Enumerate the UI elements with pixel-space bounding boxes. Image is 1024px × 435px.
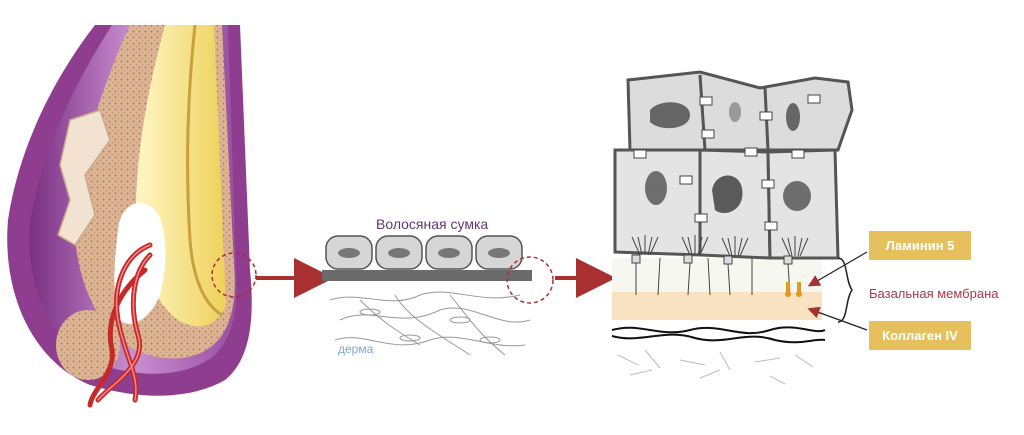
dermis-fibers — [329, 291, 531, 356]
cell-nucleus — [783, 181, 811, 211]
hair-sac-label: Волосяная сумка — [376, 216, 489, 232]
cell-nucleus — [729, 102, 741, 122]
hair-sac-schematic — [322, 235, 532, 356]
dermis-fibers-light — [617, 349, 814, 385]
cutaway-panel — [57, 109, 111, 247]
lamina-densa — [612, 292, 822, 320]
dashed-zoom-circle-icon — [211, 252, 257, 298]
hemidesmosome-icon — [631, 235, 809, 296]
laminin-5-tag: Ламинин 5 — [869, 231, 971, 260]
cell-nucleus — [712, 175, 743, 214]
follicle-bulb — [56, 310, 120, 380]
epithelial-cell-row — [325, 235, 523, 270]
collagen-fibers — [611, 326, 826, 344]
laminin-pointer — [807, 251, 868, 287]
basement-membrane-bar — [322, 270, 532, 281]
cell-nucleus — [786, 103, 800, 131]
cell-nucleus — [645, 171, 667, 205]
derma-label: дерма — [338, 342, 374, 356]
basement-membrane-label: Базальная мембрана — [869, 286, 999, 301]
membrane-brace-icon — [837, 257, 853, 323]
dashed-zoom-circle-icon — [506, 256, 554, 304]
laminin-5-marker — [785, 282, 802, 297]
hair-follicle-cross-section-icon — [7, 24, 252, 408]
collagen-iv-tag: Коллаген IV — [869, 321, 971, 350]
hair-shaft-line — [186, 24, 223, 317]
desmosome-junction-icon — [633, 94, 821, 231]
papilla-pocket — [114, 202, 166, 324]
collagen-pointer — [807, 306, 868, 331]
cell-nucleus — [650, 102, 690, 129]
magnified-epithelium — [611, 70, 854, 385]
